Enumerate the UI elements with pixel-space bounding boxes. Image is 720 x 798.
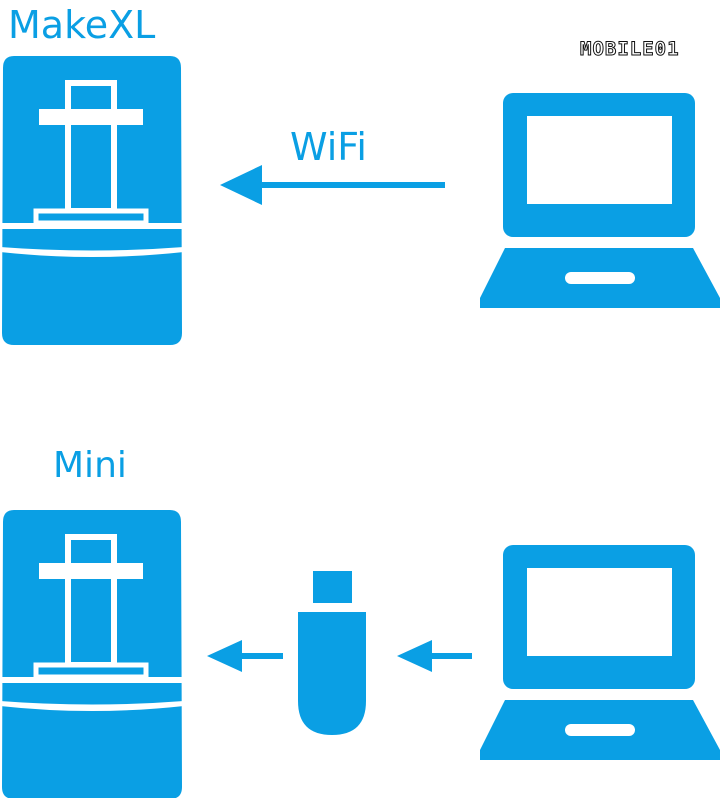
- watermark-logo: MOBILE01: [580, 38, 680, 60]
- arrow-left-icon: [207, 640, 283, 672]
- usb-drive-icon: [298, 571, 366, 735]
- printer-icon: [0, 510, 184, 798]
- printer-icon: [0, 56, 184, 345]
- laptop-icon: [480, 93, 720, 308]
- wifi-label: WiFi: [290, 125, 367, 169]
- printer-label-makexl: MakeXL: [8, 3, 156, 47]
- printer-label-mini: Mini: [53, 445, 127, 486]
- laptop-icon: [480, 545, 720, 760]
- arrow-left-icon: [220, 165, 445, 205]
- arrow-left-icon: [397, 640, 472, 672]
